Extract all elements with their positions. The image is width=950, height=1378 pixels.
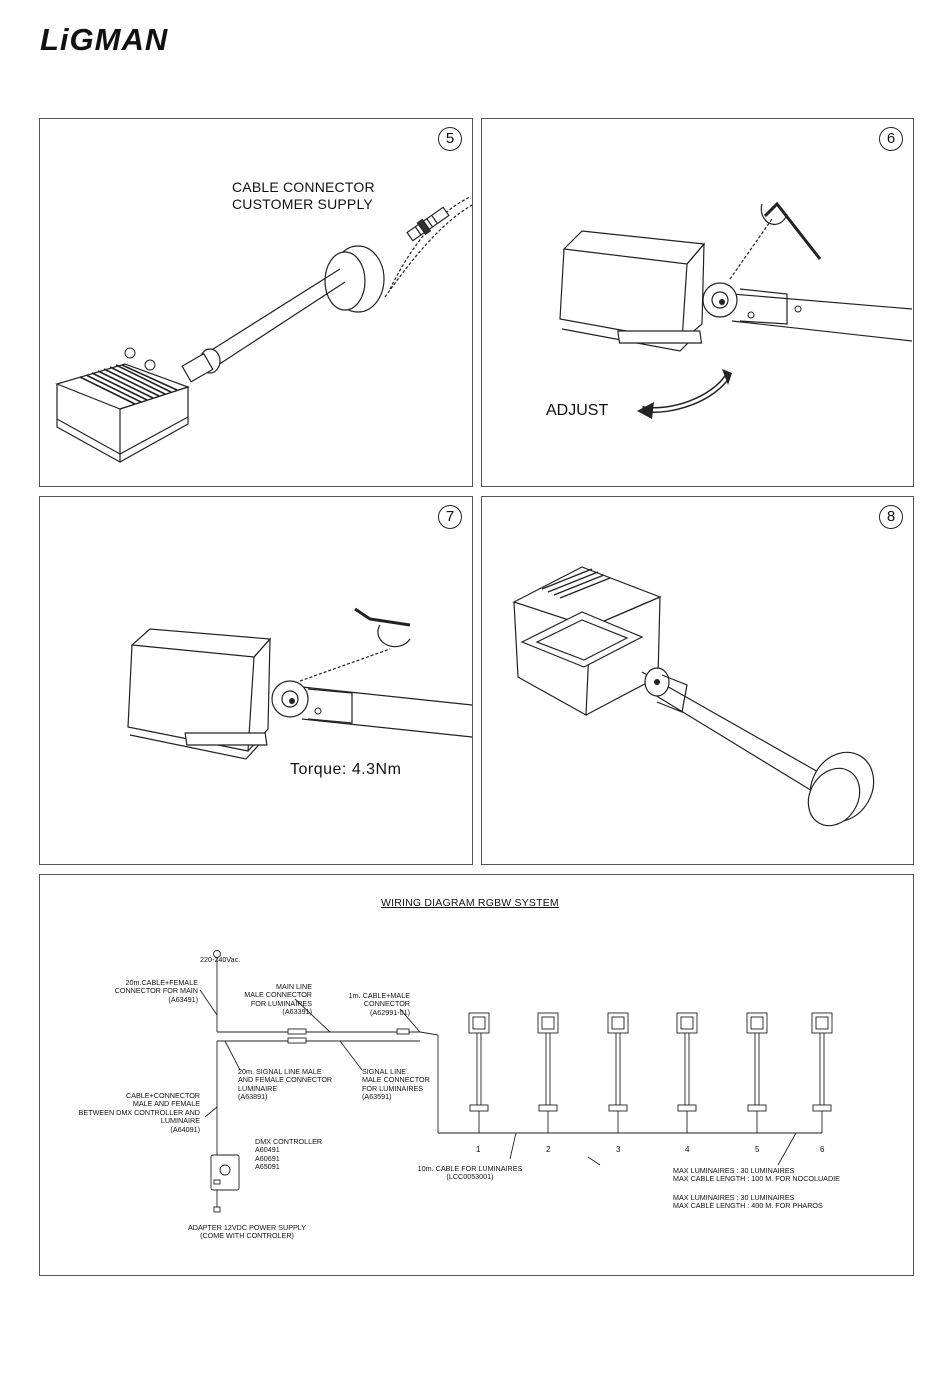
step-5-illustration [55, 196, 473, 464]
luminaire-2 [537, 1012, 559, 1133]
supply-voltage-label: 220-240Vac. [200, 955, 241, 964]
luminaire-1 [468, 1012, 490, 1133]
luminaire-6 [811, 1012, 833, 1133]
step-number: 5 [438, 127, 462, 151]
luminaire-3 [607, 1012, 629, 1133]
wiring-diagram-svg [199, 950, 833, 1213]
torque-label: Torque: 4.3Nm [290, 761, 402, 778]
ligman-logo: LiGMAN [40, 22, 168, 57]
luminaire-number: 2 [546, 1145, 551, 1154]
cable-connector-label: CABLE CONNECTOR CUSTOMER SUPPLY [232, 179, 375, 212]
wiring-diagram-title: WIRING DIAGRAM RGBW SYSTEM [381, 897, 559, 909]
luminaire-number: 1 [476, 1145, 481, 1154]
luminaire-4 [676, 1012, 698, 1133]
step-7-illustration [127, 607, 473, 760]
step-number: 6 [879, 127, 903, 151]
brand-name: LiGMAN [40, 22, 168, 57]
wiring-diagram-panel: WIRING DIAGRAM RGBW SYSTEM [39, 874, 914, 1276]
step-7-panel: 7 Torque: 4.3Nm [39, 496, 473, 865]
luminaire-number: 4 [685, 1145, 690, 1154]
luminaire-row [468, 1012, 833, 1133]
step-5-panel: 5 CABLE CONNECTOR CUSTOMER SUPPLY [39, 118, 473, 487]
step-8-illustration [512, 566, 875, 827]
step-6-panel: 6 ADJUST [481, 118, 914, 487]
adjust-label: ADJUST [546, 402, 609, 419]
step-8-panel: 8 [481, 496, 914, 865]
adapter-label: ADAPTER 12VDC POWER SUPPLY(COME WITH CON… [187, 1223, 307, 1241]
step-6-illustration [559, 201, 913, 419]
step-number: 7 [438, 505, 462, 529]
luminaire-number: 3 [616, 1145, 621, 1154]
luminaire-number: 5 [755, 1145, 760, 1154]
step-number: 8 [879, 505, 903, 529]
cable-10m-label: 10m. CABLE FOR LUMINAIRES(LCC0053001) [417, 1164, 523, 1182]
luminaire-number: 6 [820, 1145, 825, 1154]
luminaire-5 [746, 1012, 768, 1133]
